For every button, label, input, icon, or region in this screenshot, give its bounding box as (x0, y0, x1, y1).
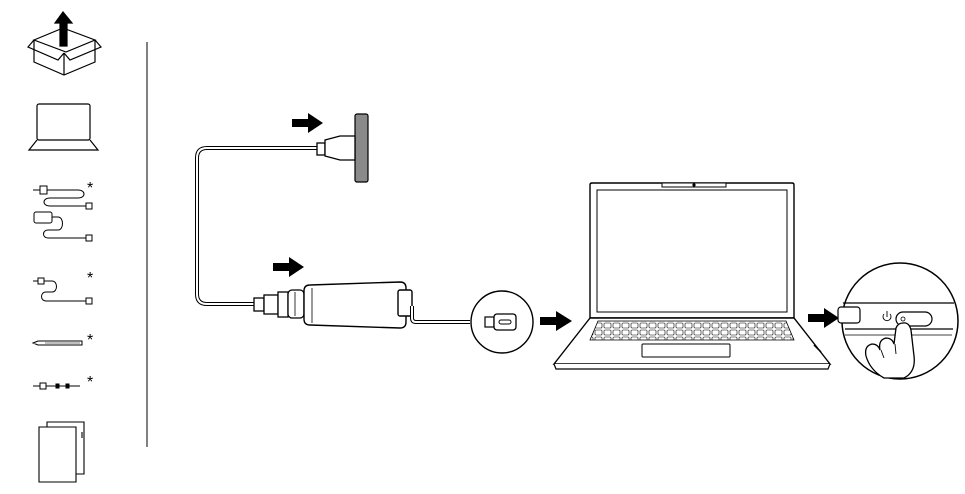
documents-icon (38, 421, 85, 483)
pen-tip-icon: * (33, 374, 93, 391)
finger-press-icon (864, 322, 915, 379)
arrow-right-icon (808, 308, 839, 328)
power-adapter-with-cord-icon: * (33, 180, 93, 242)
touchpad (641, 343, 731, 358)
optional-marker: * (87, 270, 93, 287)
power-cord (195, 146, 319, 306)
keyboard (589, 320, 795, 341)
laptop-icon (27, 103, 100, 151)
laptop (552, 182, 832, 370)
setup-illustration (195, 113, 959, 380)
adapter-plug (253, 289, 305, 319)
usb-c-plug-callout (470, 290, 534, 354)
power-button-callout (837, 262, 959, 380)
wall-plug (316, 135, 356, 161)
arrow-right-icon (273, 257, 304, 277)
optional-marker: * (87, 180, 93, 197)
power-adapter (303, 281, 413, 329)
power-cord-icon: * (33, 270, 93, 305)
optional-marker: * (87, 332, 93, 349)
stylus-pen-icon: * (31, 332, 93, 349)
power-symbol-icon (882, 311, 892, 322)
wall-outlet (354, 113, 369, 183)
usb-c-cable (410, 306, 470, 324)
arrow-right-icon (292, 113, 323, 133)
box-contents-column: * * * * (27, 11, 102, 483)
arrow-right-icon (540, 311, 572, 331)
optional-marker: * (87, 374, 93, 391)
unbox-icon (27, 11, 102, 76)
